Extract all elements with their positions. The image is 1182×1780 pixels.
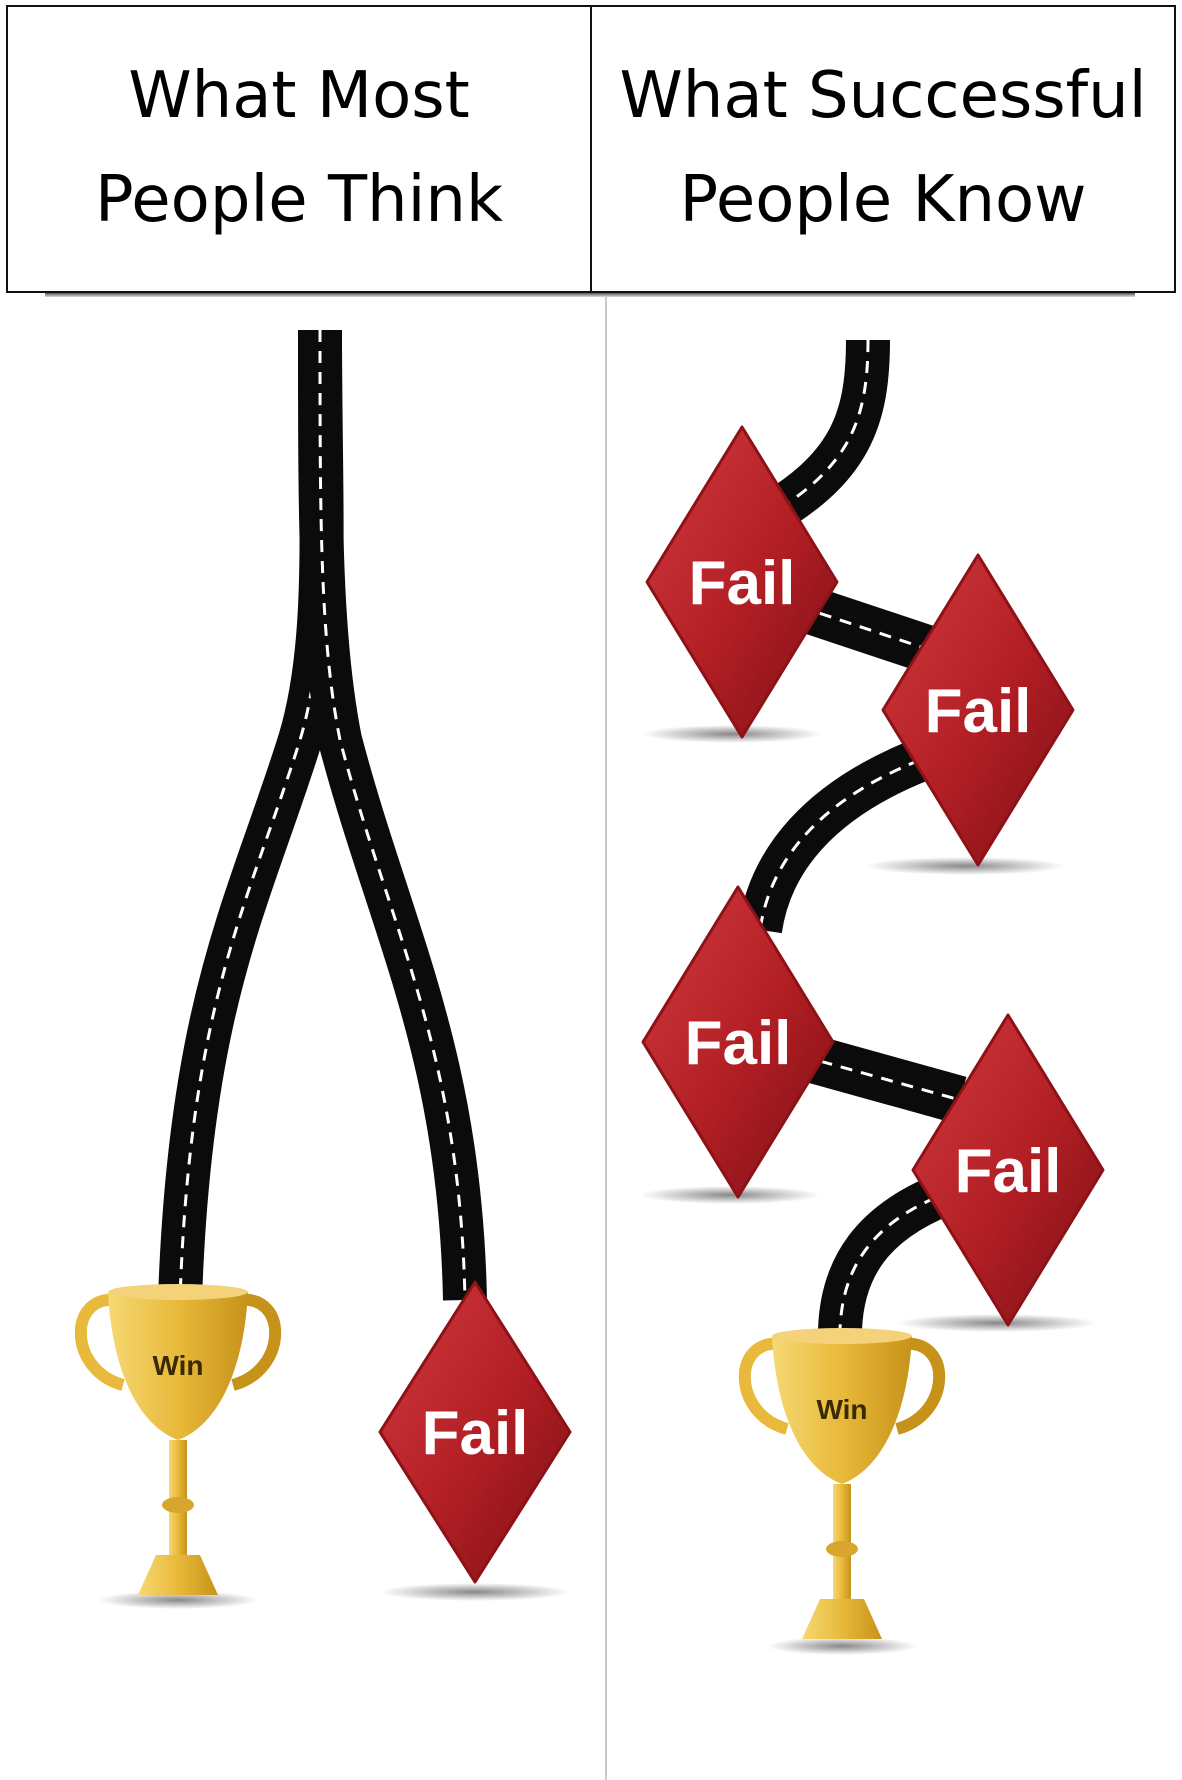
right-fail-diamond-2: Fail [883, 555, 1073, 865]
right-fail-diamond-4: Fail [913, 1015, 1103, 1325]
right-trophy-shadow [767, 1637, 917, 1655]
left-trophy-icon: Win [81, 1284, 275, 1595]
left-fail-label: Fail [422, 1399, 529, 1468]
left-fail-diamond: Fail [380, 1282, 570, 1582]
right-fail-4-shadow [897, 1314, 1097, 1332]
right-fail-label-3: Fail [685, 1009, 792, 1078]
right-fail-label-1: Fail [689, 549, 796, 618]
right-fail-3-shadow [640, 1186, 820, 1204]
right-fail-label-4: Fail [955, 1137, 1062, 1206]
right-fail-label-2: Fail [925, 677, 1032, 746]
left-fail-shadow [380, 1583, 570, 1601]
left-road-to-fail [320, 330, 465, 1300]
left-win-label: Win [152, 1350, 203, 1381]
right-fail-1-shadow [642, 725, 822, 743]
right-win-label: Win [816, 1394, 867, 1425]
right-fail-diamond-3: Fail [643, 887, 833, 1197]
right-trophy-icon: Win [745, 1328, 939, 1639]
right-fail-2-shadow [865, 857, 1065, 875]
